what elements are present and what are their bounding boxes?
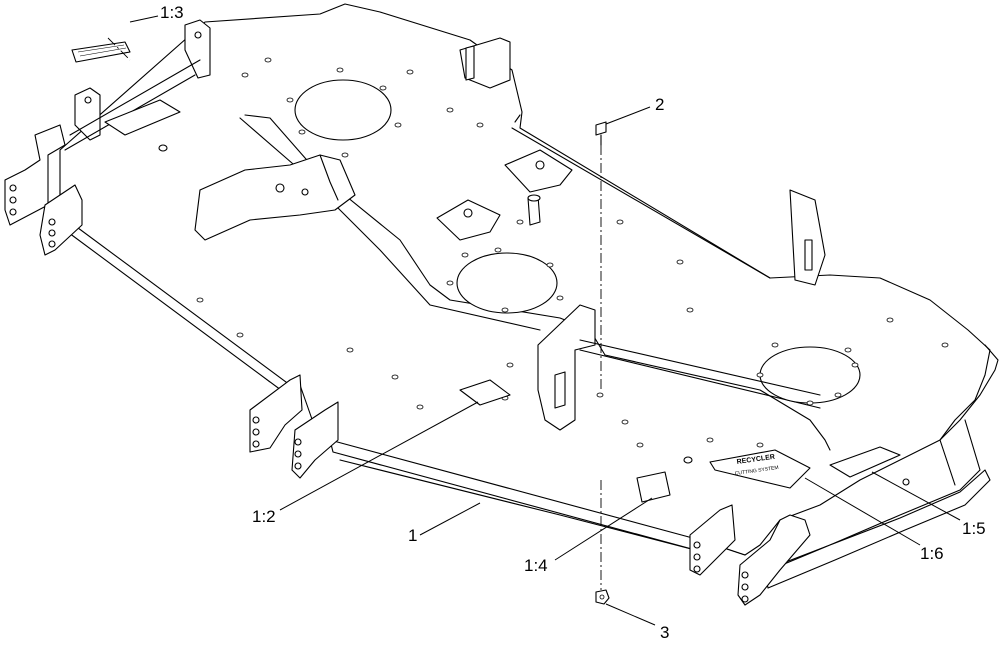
grease-fitting-right [902,478,910,486]
grease-fitting-front [683,456,693,464]
callout-1: 1 [408,526,417,545]
decal-1-6: RECYCLER CUTTING SYSTEM [709,449,811,489]
spindle-opening-left [294,79,392,141]
grease-fitting-left [158,144,168,152]
mounting-holes [196,57,949,448]
decal-1-5 [829,446,901,478]
callout-1-6: 1:6 [920,544,944,563]
rear-center-bracket [459,37,511,89]
pulley-mounts [436,149,573,241]
decal-rear-left [104,99,181,136]
spindle-openings [294,79,861,404]
callout-1-5: 1:5 [962,519,986,538]
leader-lines [107,15,961,626]
spindle-opening-center [456,252,558,314]
bolt-2 [595,121,607,146]
rear-left-bracket [64,19,211,151]
rear-left-height-plate [4,124,83,256]
callout-3: 3 [660,623,669,642]
callout-1-3: 1:3 [160,3,184,22]
front-skirt [764,469,991,589]
callout-2: 2 [655,95,664,114]
front-right-height-plate [689,504,811,606]
decal-1-4 [636,471,671,503]
front-left-height-plate [249,374,339,479]
callout-1-4: 1:4 [524,556,548,575]
deck-rim [939,344,999,441]
center-height-bracket [537,304,821,431]
right-rear-bracket [789,189,826,286]
decal-1-3 [71,41,131,63]
callouts: 1:3 2 1:2 1 1:4 1:6 1:5 3 [160,3,986,642]
callout-1-2: 1:2 [252,507,276,526]
spindle-opening-right [759,346,861,404]
idler-arm-bracket [194,154,356,241]
decal-1-2 [459,379,511,406]
nut-3 [595,589,610,605]
